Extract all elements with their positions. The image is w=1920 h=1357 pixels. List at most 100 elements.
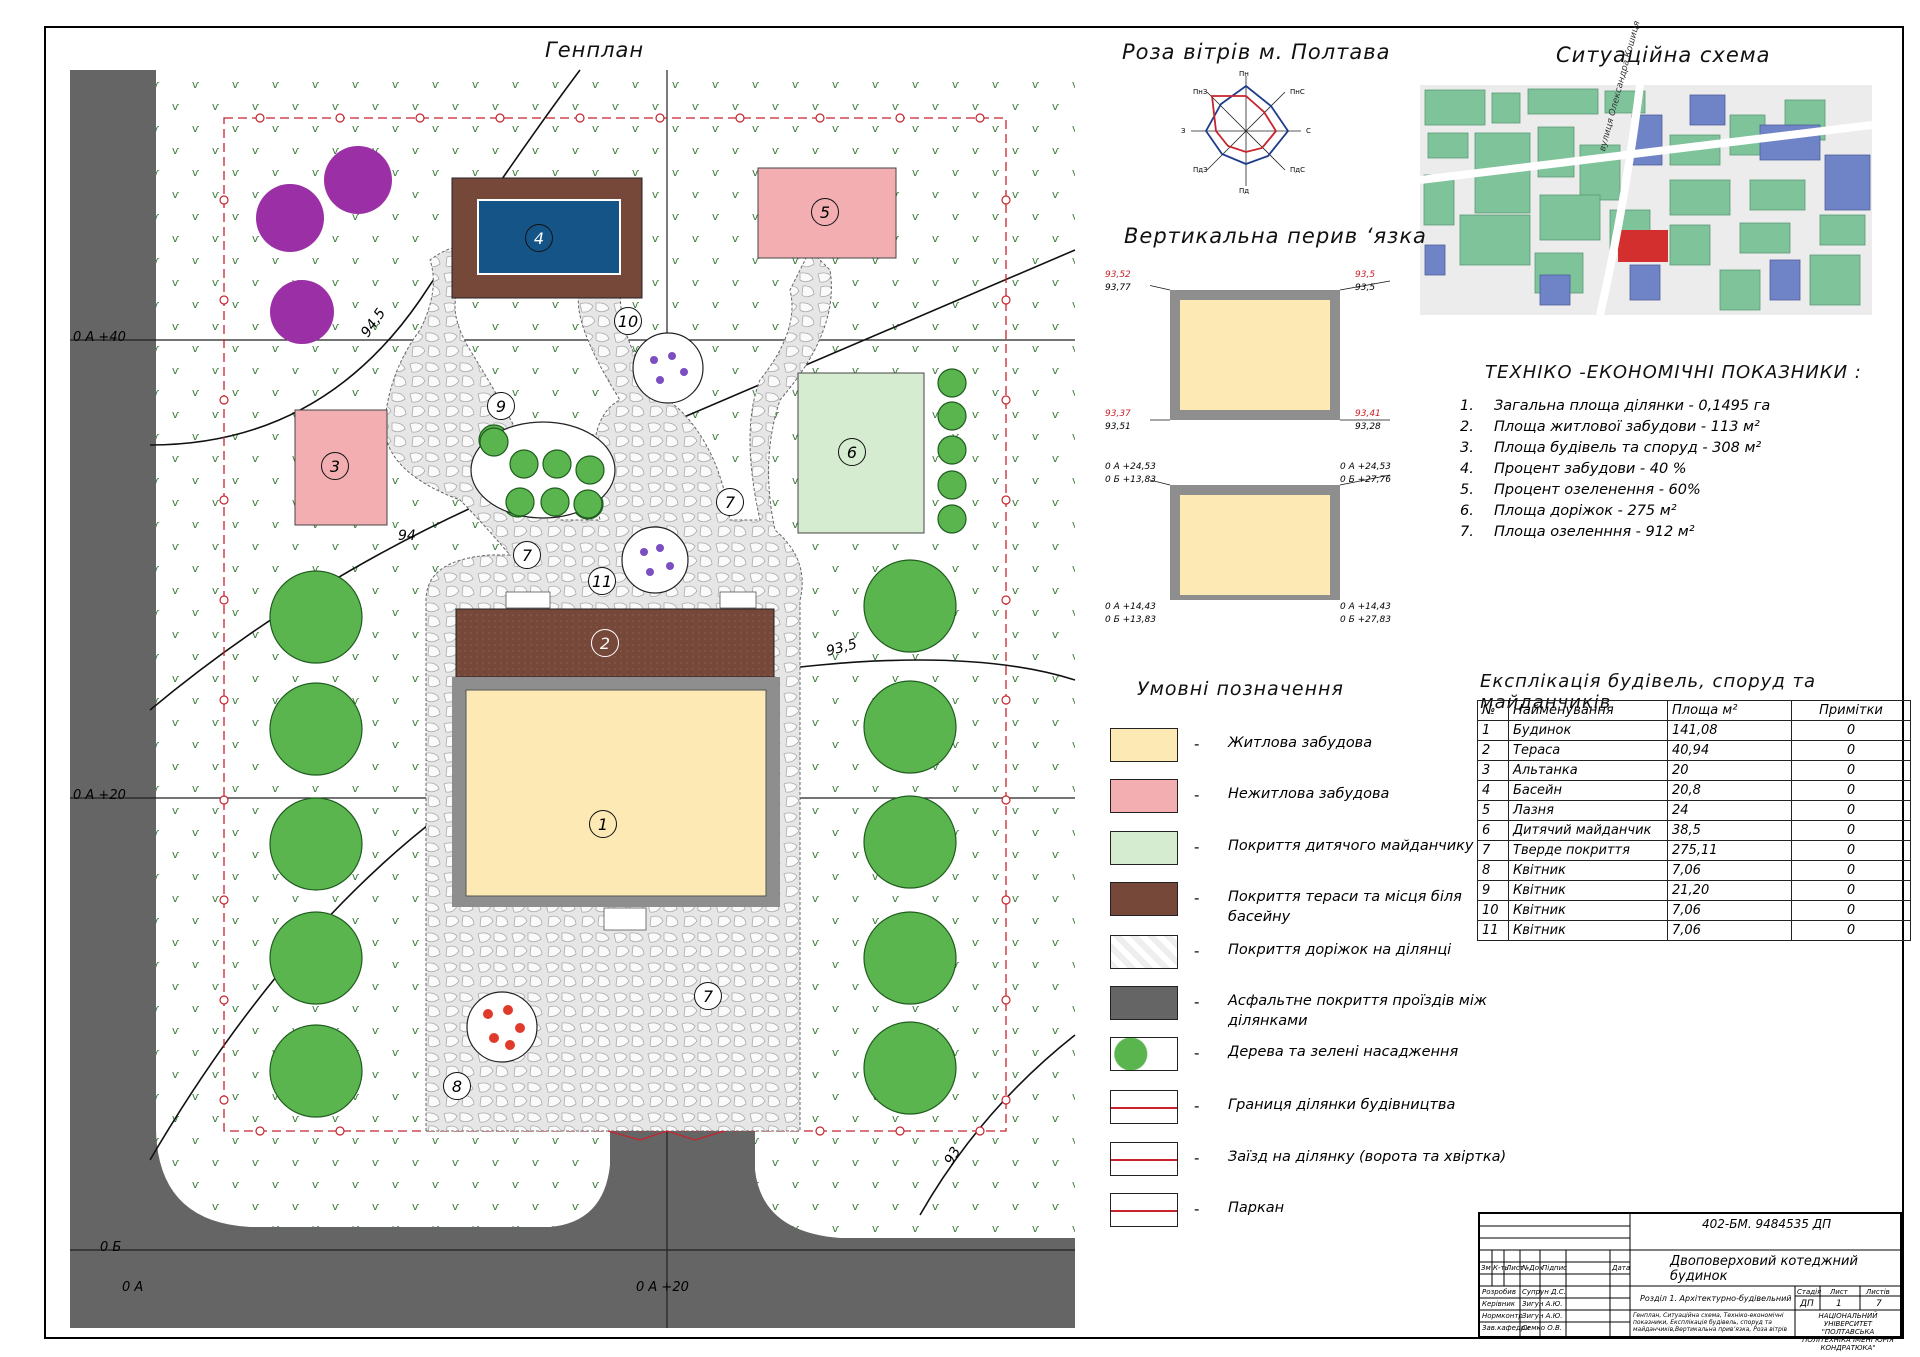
situation-title: Ситуаційна схема	[1556, 43, 1771, 67]
flowerbed-10	[632, 332, 704, 404]
stamp-section: Розділ 1. Архітектурно-будівельний	[1640, 1294, 1792, 1303]
marker-paving-c: 7	[694, 982, 722, 1010]
tep-item-2: 2.Площа житлової забудови - 113 м²	[1460, 419, 1760, 435]
legend-trees: -Дерева та зелені насадження	[1110, 1037, 1530, 1077]
contour-label-94: 94	[398, 528, 416, 544]
stamp-name-3: Зигун А.Ю.	[1522, 1312, 1563, 1320]
legend-swatch	[1110, 1090, 1178, 1124]
vt-bot-tr1: 0 А +24,53	[1340, 462, 1391, 472]
legend-swatch	[1110, 728, 1178, 762]
fence-posts	[219, 113, 1011, 1136]
legend-residential: -Житлова забудова	[1110, 728, 1530, 768]
vt-top-tr: 93,5	[1355, 283, 1376, 293]
legend-terrace: -Покриття тераси та місця біля басейну	[1110, 882, 1530, 925]
marker-house: 1	[589, 810, 617, 838]
marker-flowerbed-11: 11	[588, 567, 616, 595]
stamp-col-sign: Підпис	[1542, 1264, 1568, 1272]
vt-top-br-red: 93,41	[1355, 409, 1381, 419]
vt-top-tr-red: 93,5	[1355, 270, 1376, 280]
flowerbed-11	[621, 526, 689, 594]
legend-asphalt: -Асфальтне покриття проїздів між ділянка…	[1110, 986, 1530, 1029]
wind-dir-w: З	[1181, 127, 1186, 135]
stamp-col-kt: К-ть	[1493, 1264, 1509, 1272]
stamp-sheet-header: Лист	[1830, 1288, 1848, 1296]
marker-playground: 6	[838, 438, 866, 466]
tep-title: ТЕХНІКО -ЕКОНОМІЧНІ ПОКАЗНИКИ :	[1485, 362, 1862, 383]
vt-top-bl-red: 93,37	[1105, 409, 1131, 419]
stamp-col-zm: Зм	[1481, 1264, 1491, 1272]
wind-rose-title: Роза вітрів м. Полтава	[1122, 40, 1391, 64]
wind-dir-nw: ПнЗ	[1193, 88, 1208, 96]
marker-gazebo: 3	[321, 452, 349, 480]
table-header: № Найменування Площа м² Примітки	[1477, 700, 1911, 721]
legend-fence: -Паркан	[1110, 1193, 1530, 1233]
legend-swatch	[1110, 882, 1178, 916]
legend-playground: -Покриття дитячого майданчику	[1110, 831, 1530, 871]
axis-label-a40: 0 А +40	[73, 330, 126, 345]
stamp-role-2: Керівник	[1482, 1300, 1516, 1308]
drawing-frame	[44, 26, 1904, 1339]
wind-dir-ne: ПнС	[1290, 88, 1305, 96]
legend-swatch	[1110, 779, 1178, 813]
stamp-project: Двоповерховий котеджний будинок	[1670, 1254, 1858, 1284]
legend-swatch	[1110, 1142, 1178, 1176]
stamp-col-doc: №Док	[1522, 1264, 1544, 1272]
vt-bot-tl2: 0 Б +13,83	[1105, 475, 1156, 485]
stamp-sheet-desc: Генплан, Ситуаційна схема, Техніко-еконо…	[1633, 1312, 1787, 1333]
stamp-role-3: Нормконтр	[1482, 1312, 1523, 1320]
asphalt	[70, 70, 1075, 1328]
legend-swatch	[1110, 1193, 1178, 1227]
lavender-shrubs	[256, 146, 392, 344]
wind-dir-e: С	[1306, 127, 1311, 135]
title-block: 402-БМ. 9484535 ДП Двоповерховий котеджн…	[1478, 1212, 1902, 1352]
wind-rose	[1191, 76, 1301, 186]
stamp-sheets-value: 7	[1876, 1299, 1882, 1309]
tep-item-1: 1.Загальна площа ділянки - 0,1495 га	[1460, 398, 1771, 414]
stamp-sheets-header: Листів	[1866, 1288, 1890, 1296]
vt-top-br: 93,28	[1355, 422, 1381, 432]
vt-top-bl: 93,51	[1105, 422, 1131, 432]
marker-paving-b: 7	[716, 488, 744, 516]
site-plan: ѵ ѵ	[70, 69, 1076, 1328]
vertical-title: Вертикальна перив ‘язка	[1124, 224, 1427, 248]
stamp-role-1: Розробив	[1482, 1288, 1516, 1296]
stamp-sheet-value: 1	[1836, 1299, 1842, 1309]
legend-border: -Границя ділянки будівництва	[1110, 1090, 1530, 1130]
stamp-col-sheet: Лист	[1506, 1264, 1524, 1272]
gate	[607, 1130, 725, 1141]
wind-dir-s: Пд	[1239, 187, 1250, 195]
marker-bathhouse: 5	[811, 198, 839, 226]
vt-bot-tl1: 0 А +24,53	[1105, 462, 1156, 472]
stamp-stage-value: ДП	[1800, 1299, 1814, 1309]
stamp-name-2: Зигун А.Ю.	[1522, 1300, 1563, 1308]
vt-bot-br2: 0 Б +27,83	[1340, 615, 1391, 625]
genplan-title: Генплан	[545, 38, 645, 62]
house	[465, 689, 767, 897]
legend-nonresidential: -Нежитлова забудова	[1110, 779, 1530, 819]
tep-item-4: 4.Процент забудови - 40 %	[1460, 461, 1687, 477]
tep-item-6: 6.Площа доріжок - 275 м²	[1460, 503, 1677, 519]
marker-paving-a: 7	[513, 541, 541, 569]
marker-flowerbed-8: 8	[443, 1072, 471, 1100]
tep-item-7: 7.Площа озеленння - 912 м²	[1460, 524, 1695, 540]
vt-top-tl: 93,77	[1105, 283, 1131, 293]
legend-swatch	[1110, 1037, 1178, 1071]
situation-map	[1420, 85, 1872, 315]
vt-top-tl-red: 93,52	[1105, 270, 1131, 280]
axis-label-b0: 0 Б	[100, 1240, 122, 1255]
vt-bot-br1: 0 А +14,43	[1340, 602, 1391, 612]
wind-dir-se: ПдС	[1290, 166, 1305, 174]
marker-flowerbed-9: 9	[487, 392, 515, 420]
legend-swatch	[1110, 935, 1178, 969]
marker-terrace: 2	[591, 629, 619, 657]
stamp-role-4: Зав.кафедри	[1482, 1324, 1530, 1332]
